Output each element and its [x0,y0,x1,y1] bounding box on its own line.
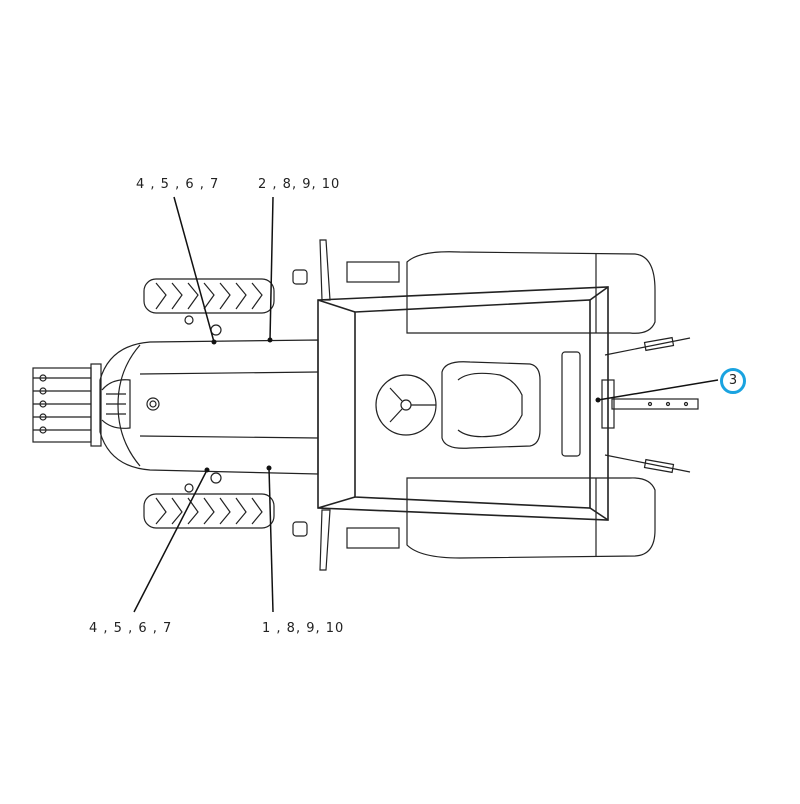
front-weights [32,363,102,447]
callout-badge: 3 [720,368,746,394]
rops-frame [317,286,609,521]
label-top-left: 4 , 5 , 6 , 7 [136,177,220,192]
hood [99,339,319,475]
front-tyre-bottom [143,493,275,529]
leader-lines [133,196,719,613]
label-top-right: 2 , 8, 9, 10 [258,177,341,192]
label-bottom-left: 4 , 5 , 6 , 7 [89,621,173,636]
front-tyre-top [143,278,275,314]
drawbar [611,398,699,410]
label-bottom-right: 1 , 8, 9, 10 [262,621,345,636]
